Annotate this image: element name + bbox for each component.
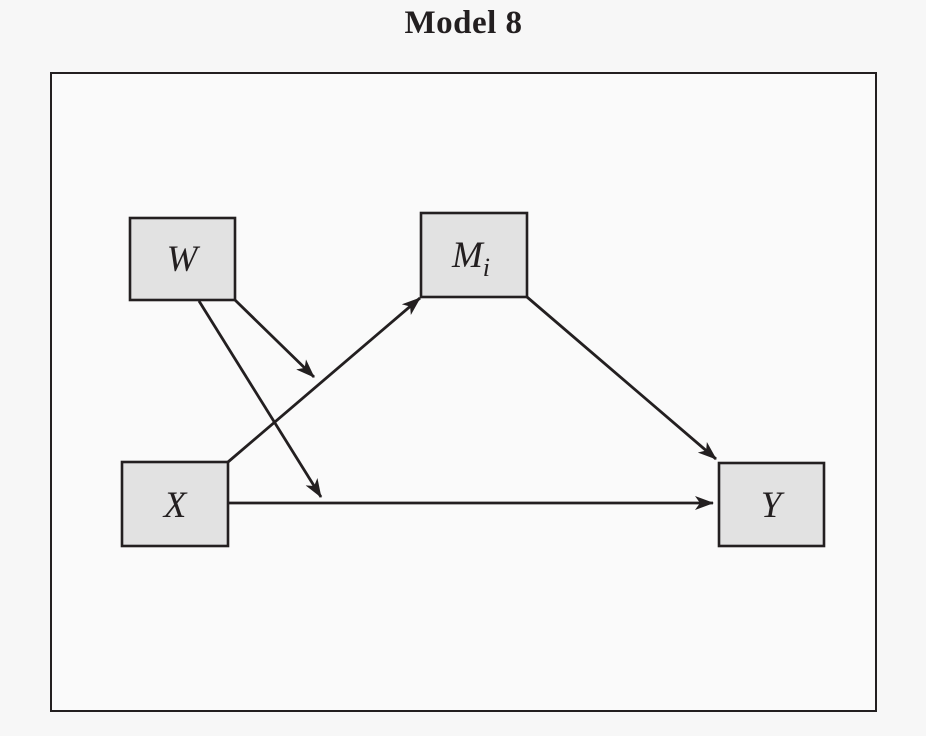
node-m-label: Mi bbox=[451, 235, 490, 282]
node-x-box bbox=[120, 460, 230, 548]
edge-m-to-y bbox=[526, 295, 717, 461]
node-m-box bbox=[419, 211, 529, 299]
node-y: Y bbox=[717, 461, 826, 548]
figure-title: Model 8 bbox=[404, 5, 523, 41]
node-m-label-main: M bbox=[451, 235, 485, 276]
diagram-frame bbox=[50, 72, 877, 712]
node-x: X bbox=[120, 460, 230, 548]
edge-w-to-xy-path bbox=[197, 300, 323, 498]
node-x-label: X bbox=[162, 485, 188, 526]
node-m: Mi bbox=[419, 211, 529, 299]
node-y-label: Y bbox=[761, 485, 785, 526]
edge-w-to-xm-path bbox=[234, 298, 315, 379]
edge-x-to-m bbox=[227, 296, 421, 464]
node-w: W bbox=[128, 216, 237, 302]
node-y-box bbox=[717, 461, 826, 548]
node-w-label: W bbox=[167, 239, 201, 280]
node-m-label-subscript: i bbox=[483, 253, 490, 282]
node-w-box bbox=[128, 216, 237, 302]
